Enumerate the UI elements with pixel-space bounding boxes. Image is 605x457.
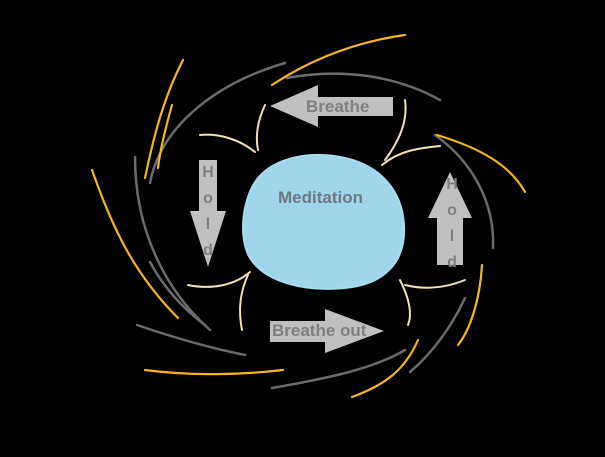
step-label-right-letter: o [447, 202, 457, 219]
arrow-breathe-in [270, 85, 393, 127]
center-label: Meditation [278, 188, 363, 207]
swirl-gray-strokes [133, 61, 495, 390]
meditation-blob [242, 154, 406, 290]
inner-ray-strokes [187, 99, 466, 331]
step-label-left: H o l d [200, 160, 216, 264]
step-label-bottom: Breathe out [272, 321, 367, 340]
step-label-left-letter: H [202, 164, 214, 181]
step-label-right-letter: H [446, 176, 458, 193]
step-label-top: Breathe [306, 97, 370, 116]
arrow-hold-right [428, 172, 472, 265]
arrow-breathe-out [270, 309, 384, 353]
swirl-yellow-strokes [90, 33, 527, 399]
step-label-left-letter: o [203, 190, 213, 207]
arrow-hold-left [190, 160, 226, 267]
step-label-right: H o l d [444, 172, 460, 276]
step-label-left-letter: l [205, 216, 211, 233]
step-label-right-letter: l [449, 228, 455, 245]
step-label-left-letter: d [203, 242, 213, 259]
step-label-right-letter: d [447, 254, 457, 271]
